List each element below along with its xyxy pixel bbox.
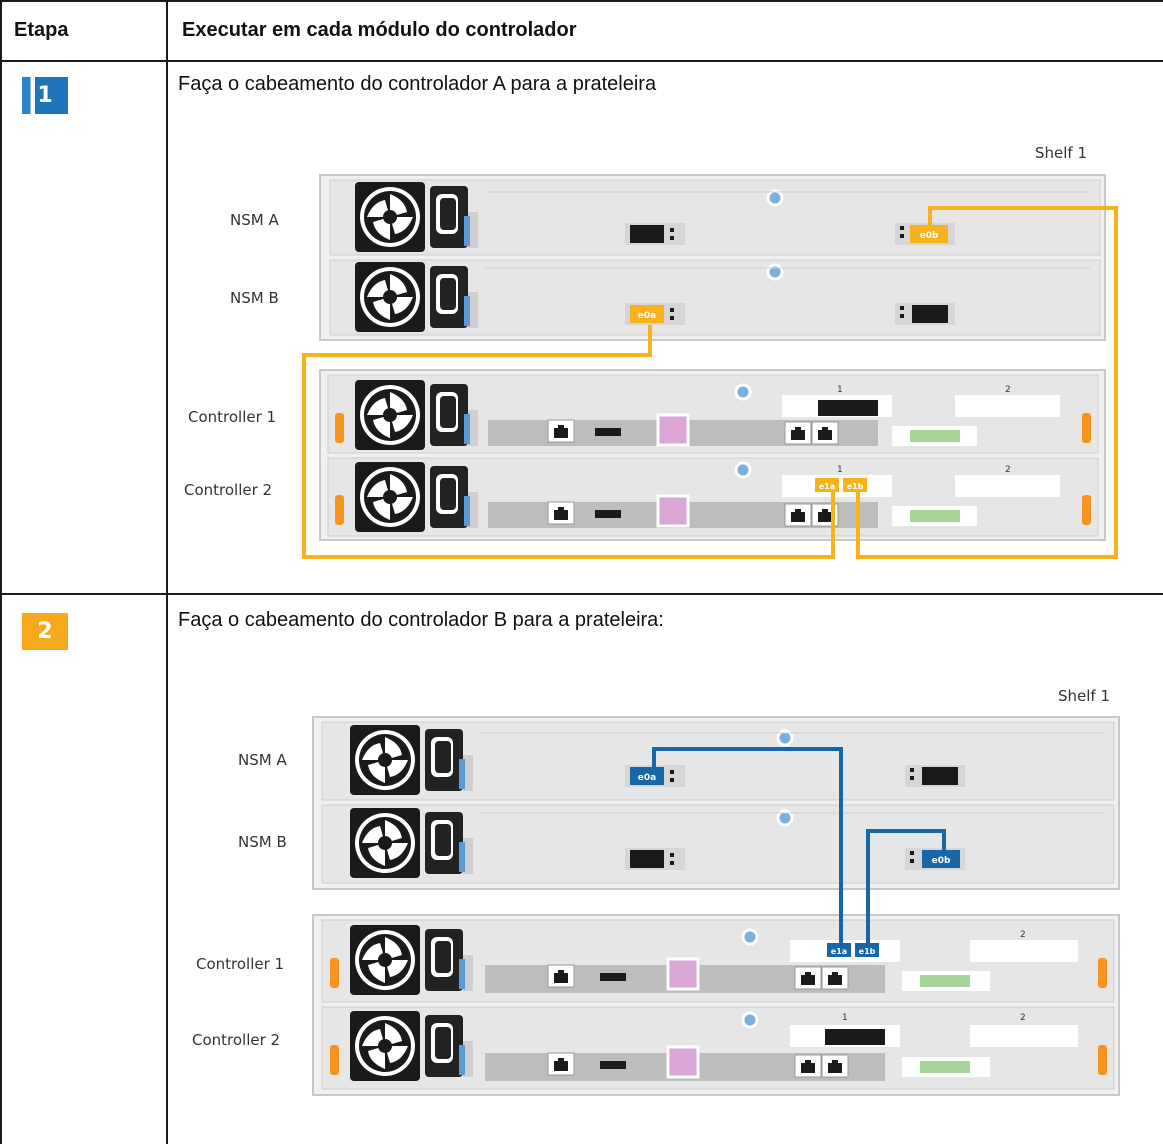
step-badge-2: 2: [22, 613, 68, 650]
cabling-diagram-controller-b: Shelf 1 e0a e0b NSM A NSM B: [192, 687, 1120, 1096]
row-divider: [0, 593, 1163, 595]
controller-2-label-2: Controller 2: [192, 1031, 280, 1049]
header-step: Etapa: [14, 19, 69, 41]
port-e0a-label-2: e0a: [638, 773, 656, 783]
cable-e0b-to-e1b: [856, 206, 1118, 559]
port-e1b-label-2: e1b: [859, 947, 876, 956]
step-badge-1: 1: [22, 77, 68, 114]
port-e1a-label-2: e1a: [831, 947, 847, 956]
port-e0b-label: e0b: [920, 231, 939, 241]
step-1-text: Faça o cabeamento do controlador A para …: [178, 73, 657, 95]
step-2-text: Faça o cabeamento do controlador B para …: [178, 609, 664, 631]
cable-e0b-to-e1b-2: [866, 829, 946, 945]
port-e1b-label: e1b: [847, 482, 864, 491]
nsm-a-label-2: NSM A: [238, 751, 287, 769]
table-top-border: [0, 0, 1163, 2]
nsm-b-label: NSM B: [230, 289, 279, 307]
cable-e0a-to-e1a: [302, 325, 835, 559]
svg-text:1: 1: [837, 385, 843, 395]
slot-2-label: 2: [1005, 465, 1011, 475]
controller-1-label-2: Controller 1: [196, 955, 284, 973]
svg-text:2: 2: [1020, 930, 1026, 940]
cable-e0a-to-e1a-2: [652, 747, 843, 945]
svg-text:2: 2: [1005, 385, 1011, 395]
controller-2-label: Controller 2: [184, 481, 272, 499]
nsm-a-label: NSM A: [230, 211, 279, 229]
table-left-border: [0, 0, 2, 1144]
column-divider: [166, 0, 168, 1144]
slot-1-label-2: 1: [842, 1013, 848, 1023]
port-e0b-label-2: e0b: [932, 856, 951, 866]
header-divider: [0, 60, 1163, 62]
nsm-b-label-2: NSM B: [238, 833, 287, 851]
port-e1a-label: e1a: [819, 482, 835, 491]
shelf-label: Shelf 1: [1035, 144, 1087, 162]
controller-1-label: Controller 1: [188, 408, 276, 426]
header-action: Executar em cada módulo do controlador: [182, 19, 577, 41]
port-e0a-label: e0a: [638, 311, 656, 321]
slot-2-label-2: 2: [1020, 1013, 1026, 1023]
slot-1-label: 1: [837, 465, 843, 475]
shelf-label-2: Shelf 1: [1058, 687, 1110, 705]
cabling-diagram-controller-a: Shelf 1 e0b e0a NSM A NSM B: [184, 144, 1118, 559]
